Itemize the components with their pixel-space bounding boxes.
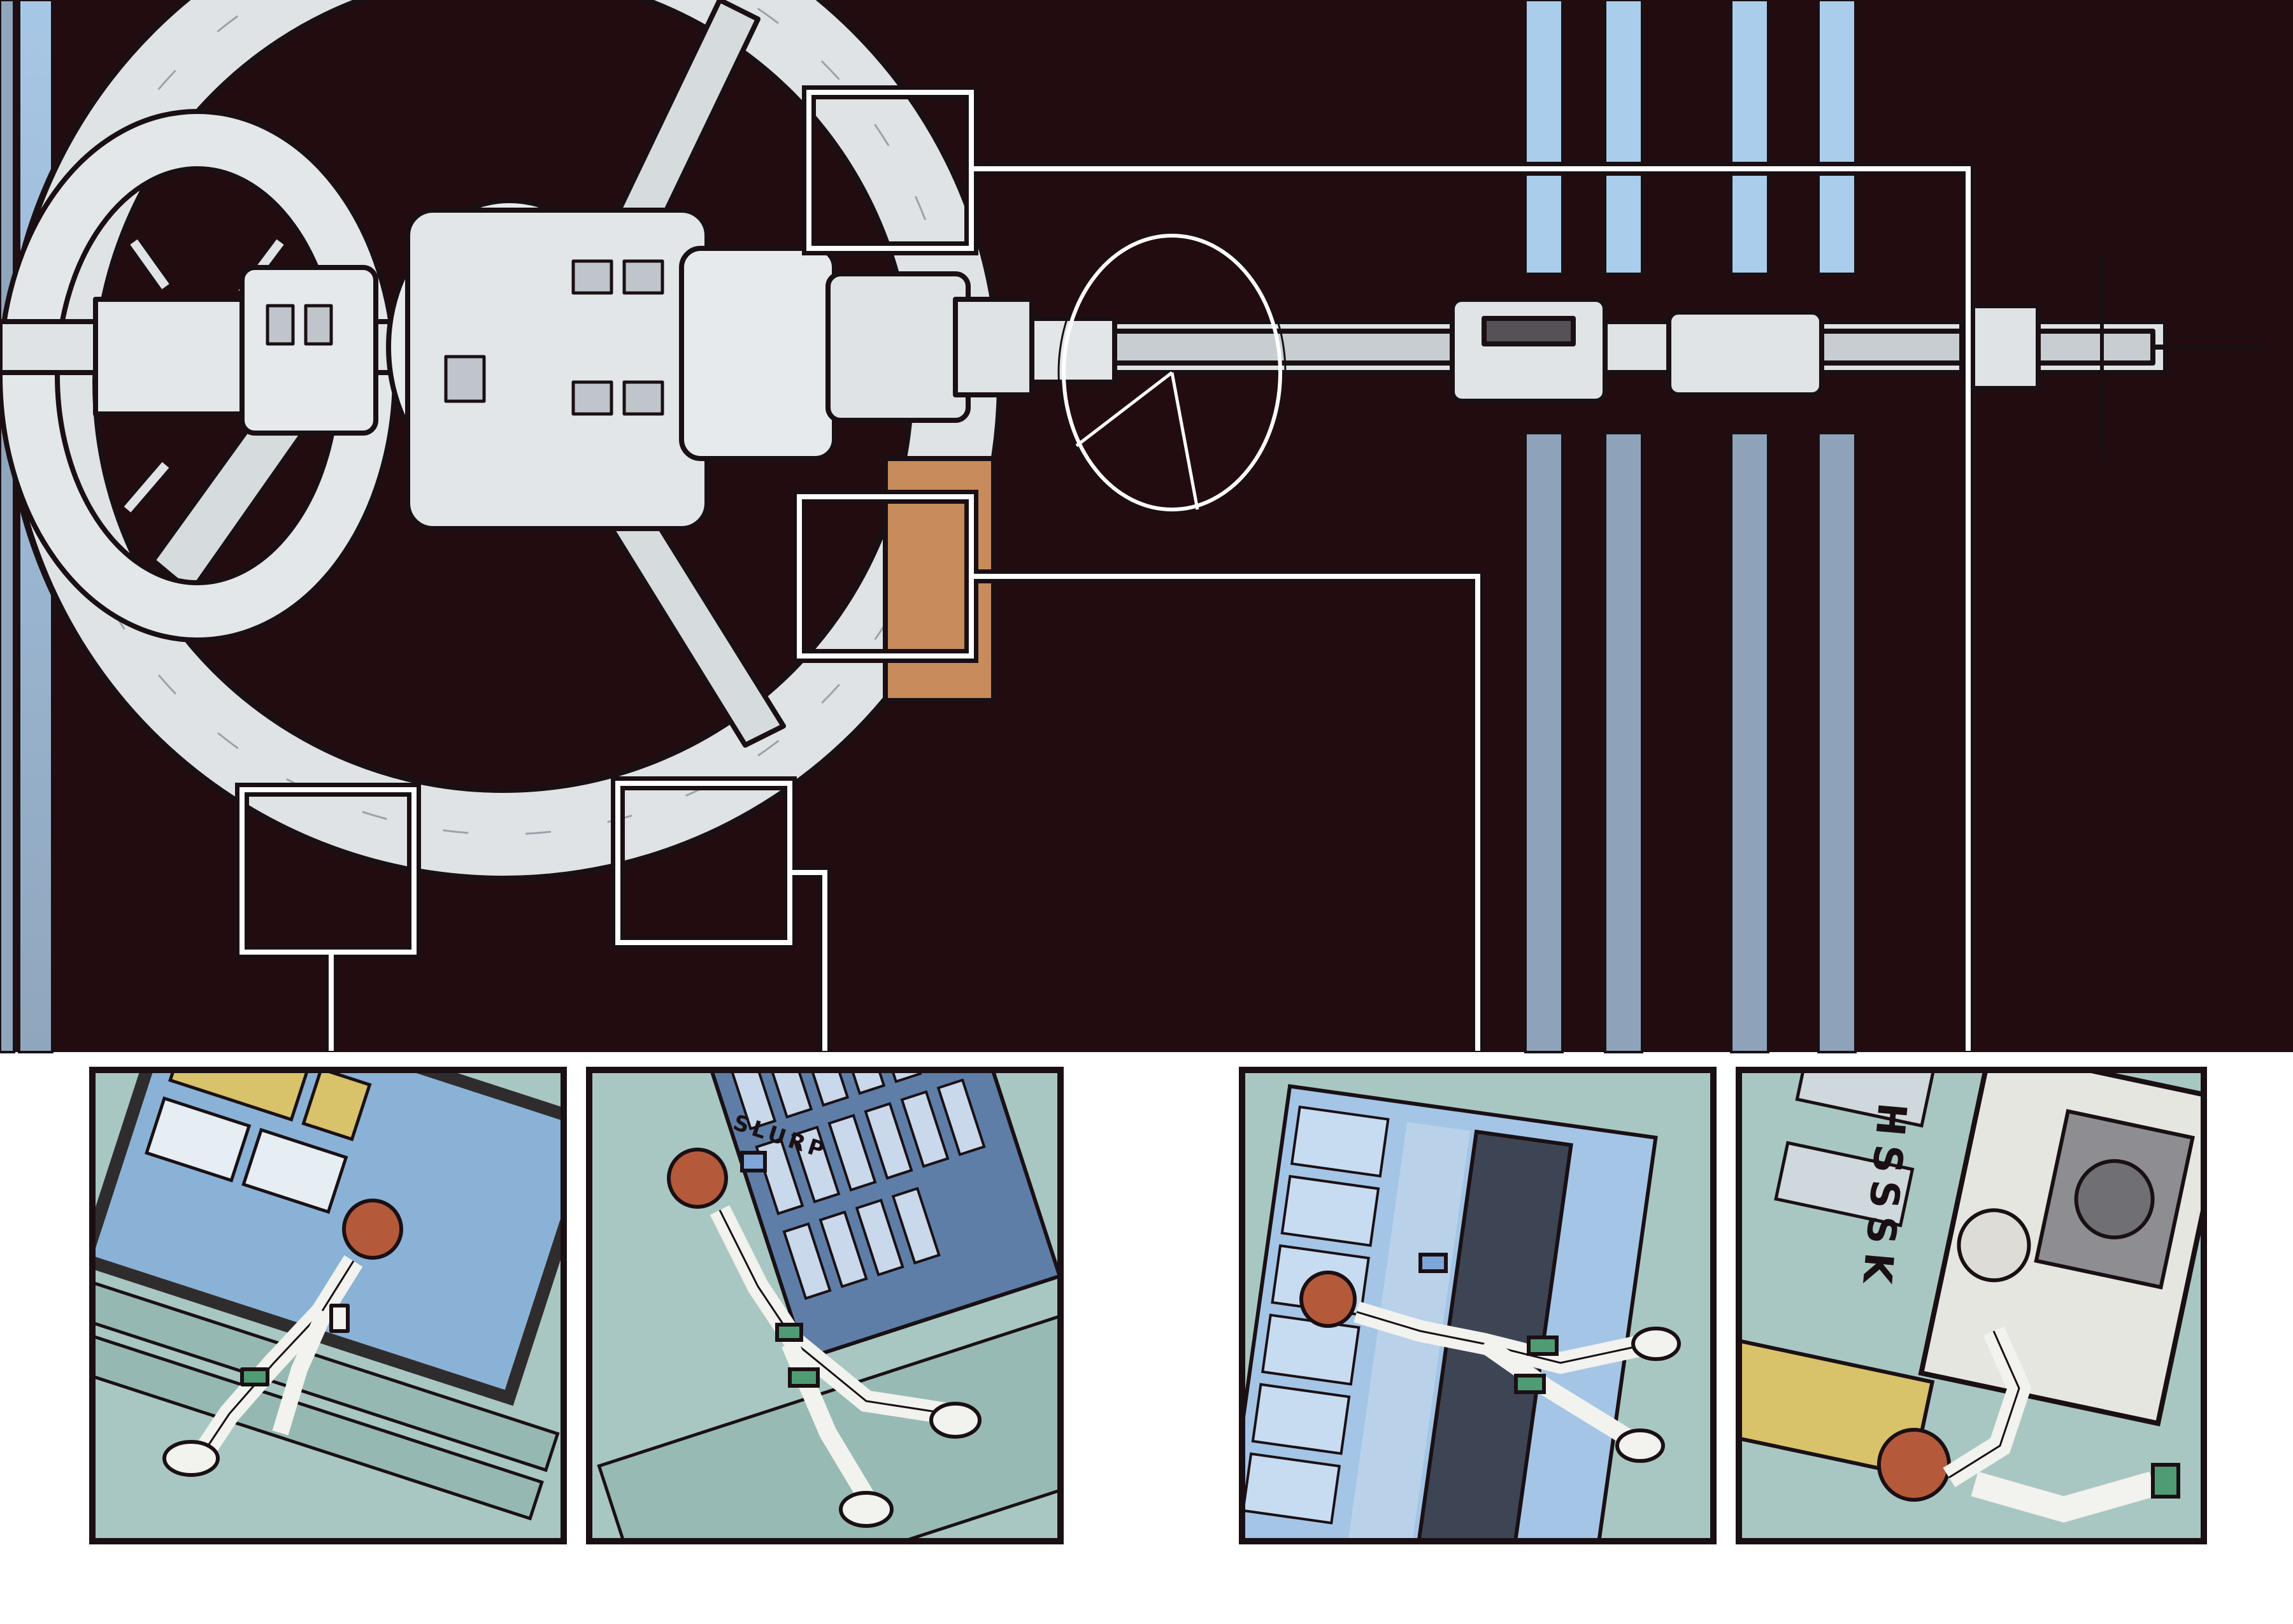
truss-modules [1450, 297, 1824, 404]
space-station [0, 0, 2166, 876]
callout-box-1 [239, 787, 417, 955]
panel-4: HSSSK [1736, 1067, 2207, 1544]
character-astronaut-3 [1299, 1253, 1681, 1463]
panel-1 [89, 1067, 567, 1544]
callout-box-2 [615, 781, 792, 945]
character-astronaut-1 [162, 1199, 403, 1477]
right-truss-beams-lower [1524, 432, 1857, 1053]
callout-line-3 [971, 574, 1480, 1051]
character-astronaut-4 [1877, 1326, 2180, 1523]
callout-line-2 [790, 870, 827, 1051]
antenna-wheel [1057, 229, 1287, 516]
panel-3 [1239, 1067, 1717, 1544]
callout-box-3 [797, 494, 974, 659]
hub-module [93, 198, 1117, 531]
right-truss-beams-upper [1524, 0, 1857, 275]
callout-line-4 [971, 166, 1971, 1051]
character-astronaut-2 [667, 1148, 982, 1528]
zoom-callouts-white [239, 90, 1971, 1051]
panel-2: SLURP [586, 1067, 1064, 1544]
callout-box-4 [806, 90, 974, 251]
